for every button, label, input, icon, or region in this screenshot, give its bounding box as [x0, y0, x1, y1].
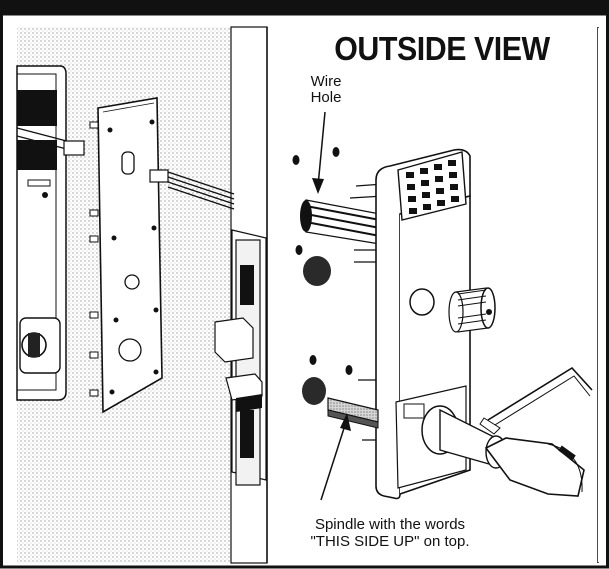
- door-holes: [292, 147, 353, 405]
- spindle-label-line2: "THIS SIDE UP" on top.: [310, 533, 470, 550]
- allen-wrench-icon: [479, 366, 593, 435]
- spindle: [327, 397, 379, 429]
- spindle-label-line1: Spindle with the words: [314, 516, 466, 533]
- mounting-plate: [89, 97, 163, 414]
- cable-connector-plate: [149, 169, 235, 210]
- spindle-arrow: [320, 413, 351, 501]
- key-cylinder-icon: [448, 287, 496, 333]
- page-title: OUTSIDE VIEW: [334, 30, 550, 67]
- lever-handle-icon: [421, 405, 585, 497]
- keypad-icon: [397, 151, 467, 221]
- wire-hole-label-line1: Wire: [310, 73, 342, 90]
- left-panel: [16, 26, 268, 564]
- right-panel: [292, 111, 593, 501]
- thumb-turn-icon: [19, 317, 61, 374]
- inside-housing: [16, 65, 67, 401]
- top-bar: [0, 0, 609, 14]
- wire-hole-arrow: [312, 111, 326, 194]
- wire-hole-label-line2: Hole: [310, 89, 342, 106]
- cable-connector-left: [16, 127, 85, 156]
